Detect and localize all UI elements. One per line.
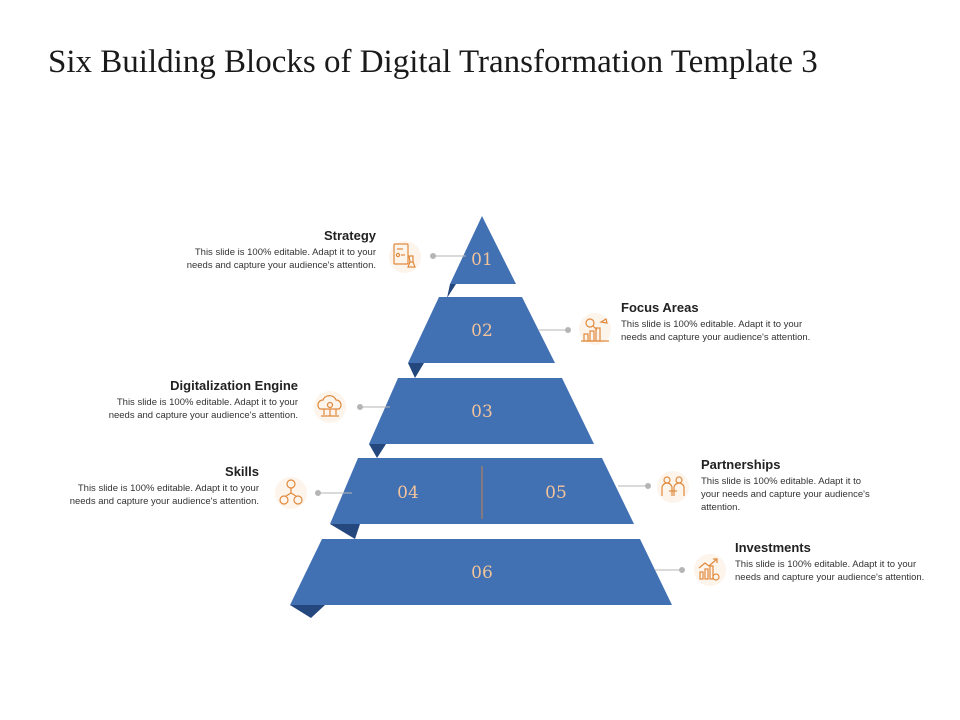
block-number-03: 03	[471, 402, 493, 422]
connector-dot-02	[565, 327, 571, 333]
callout-strategy: Strategy This slide is 100% editable. Ad…	[176, 228, 376, 272]
slide-title: Six Building Blocks of Digital Transform…	[48, 44, 818, 80]
callout-heading: Focus Areas	[621, 300, 699, 315]
connector-dot-04	[315, 490, 321, 496]
callout-heading: Skills	[225, 464, 259, 479]
fold-02	[408, 363, 424, 378]
investments-icon	[694, 554, 726, 586]
digitalization-engine-icon	[314, 391, 346, 423]
pyramid-block-01	[450, 216, 516, 284]
callout-description: This slide is 100% editable. Adapt it to…	[108, 397, 298, 421]
callout-description: This slide is 100% editable. Adapt it to…	[621, 319, 811, 343]
callout-description: This slide is 100% editable. Adapt it to…	[69, 483, 259, 507]
connector-dot-06	[679, 567, 685, 573]
callout-heading: Strategy	[323, 228, 376, 243]
block-number-05: 05	[545, 483, 567, 503]
callout-heading: Partnerships	[701, 457, 781, 472]
callout-investments: Investments This slide is 100% editable.…	[735, 540, 925, 584]
callout-focus-areas: Focus Areas This slide is 100% editable.…	[621, 300, 811, 344]
callout-heading: Investments	[735, 540, 811, 555]
focus-areas-icon	[579, 313, 611, 345]
skills-icon	[275, 477, 307, 509]
callout-description: This slide is 100% editable. Adapt it to…	[701, 476, 870, 513]
pyramid-block-02	[408, 297, 555, 363]
block-number-01: 01	[471, 250, 493, 270]
callout-skills: Skills This slide is 100% editable. Adap…	[59, 464, 259, 508]
connector-dot-03	[357, 404, 363, 410]
pyramid-block-03	[369, 378, 594, 444]
callout-digitalization-engine: Digitalization Engine This slide is 100%…	[98, 378, 298, 422]
connector-dot-01	[430, 253, 436, 259]
callout-heading: Digitalization Engine	[170, 378, 298, 393]
fold-01	[447, 284, 456, 298]
callout-description: This slide is 100% editable. Adapt it to…	[735, 559, 925, 583]
strategy-icon	[389, 241, 421, 273]
block-number-06: 06	[471, 563, 493, 583]
fold-04	[330, 524, 360, 539]
pyramid-block-06	[290, 539, 672, 605]
block-number-02: 02	[471, 321, 493, 341]
callout-partnerships: Partnerships This slide is 100% editable…	[701, 457, 881, 514]
connector-dot-05	[645, 483, 651, 489]
callout-description: This slide is 100% editable. Adapt it to…	[186, 247, 376, 271]
partnerships-icon	[657, 471, 689, 503]
fold-03	[369, 444, 386, 458]
fold-06	[290, 605, 325, 618]
block-number-04: 04	[397, 483, 419, 503]
